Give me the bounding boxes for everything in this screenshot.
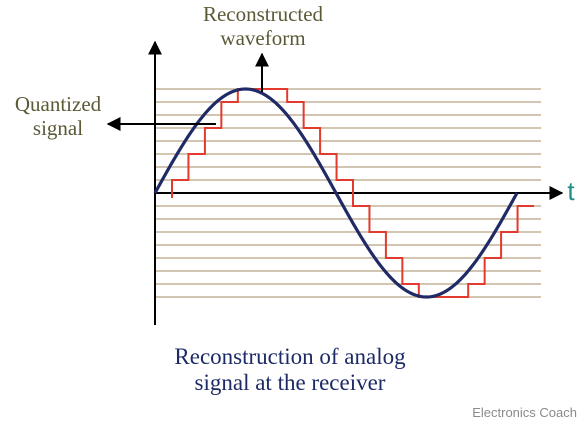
quantized-signal-label-line2: signal bbox=[32, 116, 84, 141]
time-axis-label: t bbox=[567, 176, 575, 206]
axes bbox=[106, 40, 564, 325]
caption-line1: Reconstruction of analog bbox=[174, 344, 406, 369]
quantized-signal-label-line1: Quantized bbox=[14, 92, 102, 116]
reconstructed-waveform-label: Reconstructed waveform bbox=[168, 2, 358, 50]
label-pointers bbox=[106, 52, 269, 131]
quantized-staircase-signal bbox=[171, 88, 534, 298]
caption-line2: signal at the receiver bbox=[194, 370, 386, 396]
quantized-signal-label: Quantized signal bbox=[0, 92, 116, 140]
reconstructed-waveform-curve bbox=[153, 87, 519, 299]
caption: Reconstruction of analog signal at the r… bbox=[110, 344, 470, 397]
reconstructed-waveform-label-line2: waveform bbox=[220, 26, 306, 51]
watermark: Electronics Coach bbox=[472, 405, 577, 420]
reconstructed-waveform-label-line1: Reconstructed bbox=[202, 2, 324, 26]
